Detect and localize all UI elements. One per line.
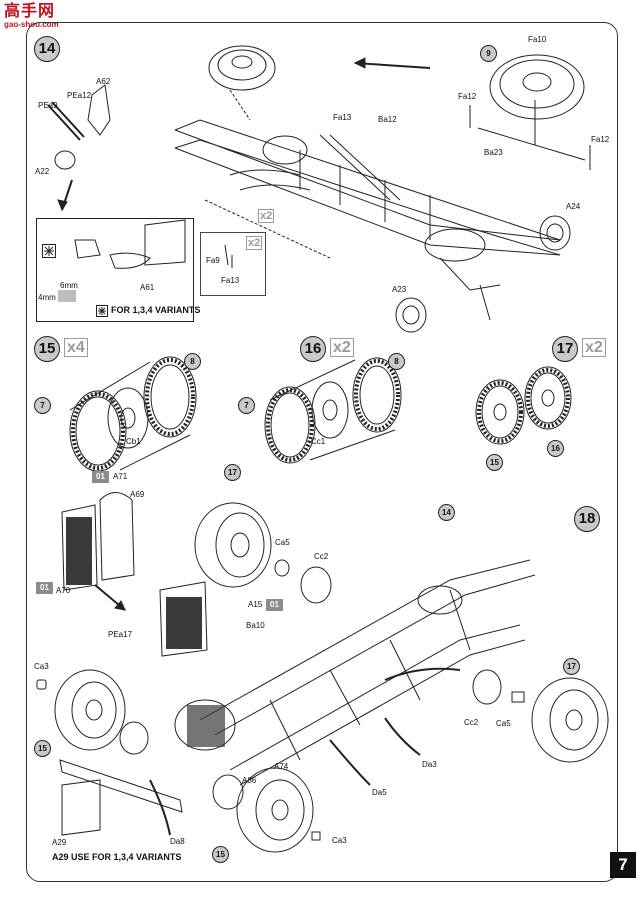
part-number-16: 16	[547, 440, 564, 457]
part-number-9: 9	[480, 45, 497, 62]
part-label: Ba12	[378, 115, 397, 124]
part-number-15: 15	[34, 740, 51, 757]
part-label: PEa9	[38, 101, 58, 110]
part-label: A70	[56, 586, 71, 595]
part-label: Cc2	[464, 718, 479, 727]
part-number-8: 8	[388, 353, 405, 370]
part-label: A23	[392, 285, 407, 294]
step-15-multiplier: x4	[64, 338, 88, 357]
wheel-9	[469, 54, 591, 170]
spare-wheel-14	[208, 45, 276, 121]
variant-star-icon	[96, 305, 108, 317]
step-16-multiplier: x2	[330, 338, 354, 357]
part-label: Ba23	[484, 148, 503, 157]
part-label: Fa13	[333, 113, 352, 122]
detail-inset	[36, 218, 194, 322]
part-label: Fa12	[458, 92, 477, 101]
part-number-7: 7	[238, 397, 255, 414]
part-label: Ba10	[246, 621, 265, 630]
part-label: Da8	[170, 837, 185, 846]
part-label: Cc2	[314, 552, 329, 561]
part-number-17: 17	[224, 464, 241, 481]
dimension-label: 6mm	[60, 281, 78, 290]
part-label: Fa13	[221, 276, 240, 285]
part-label: PEa17	[108, 630, 133, 639]
step-17-multiplier: x2	[582, 338, 606, 357]
part-label: A71	[113, 472, 128, 481]
part-label: A62	[96, 77, 111, 86]
page-number: 7	[610, 852, 636, 878]
part-label: Cb1	[126, 437, 141, 446]
direction-arrow-14	[354, 62, 431, 69]
step-18-number: 18	[574, 506, 600, 532]
wheel-parts-15	[69, 356, 197, 472]
part-label: A22	[35, 167, 50, 176]
paint-code: 01	[266, 599, 283, 611]
part-label: A15	[248, 600, 263, 609]
step-15-number: 15	[34, 336, 60, 362]
page-frame	[26, 22, 618, 882]
part-label: A61	[140, 283, 155, 292]
dimension-swatch	[58, 290, 76, 302]
part-number-15: 15	[486, 454, 503, 471]
part-label: Fa12	[591, 135, 610, 144]
part-label: Fa10	[528, 35, 547, 44]
part-number-8: 8	[184, 353, 201, 370]
part-number-15: 15	[212, 846, 229, 863]
step-14-number: 14	[34, 36, 60, 62]
part-label: A86	[242, 776, 257, 785]
chassis-frame-18	[174, 559, 536, 786]
part-label: PEa12	[67, 91, 92, 100]
wheel-parts-16	[264, 357, 402, 464]
paint-code: 01	[36, 582, 53, 594]
step-17-number: 17	[552, 336, 578, 362]
variant-note-14: FOR 1,3,4 VARIANTS	[111, 305, 201, 315]
chassis-frame-14	[174, 119, 561, 321]
part-number-17: 17	[563, 658, 580, 675]
part-label: A29	[52, 838, 67, 847]
part-label: Da3	[422, 760, 437, 769]
part-label: A69	[130, 490, 145, 499]
paint-code: 01	[92, 471, 109, 483]
part-label: Fa9	[206, 256, 220, 265]
part-label: Da5	[372, 788, 387, 797]
part-label: Cc1	[311, 437, 326, 446]
dimension-label: 4mm	[38, 293, 56, 302]
part-label: A74	[274, 762, 289, 771]
quantity-multiplier: x2	[258, 209, 275, 223]
variant-note-18: A29 USE FOR 1,3,4 VARIANTS	[52, 852, 182, 862]
part-number-14: 14	[438, 504, 455, 521]
detail-inset-small	[200, 232, 266, 296]
part-label: Ca3	[34, 662, 49, 671]
part-label: A24	[566, 202, 581, 211]
wheel-parts-17	[475, 366, 572, 445]
quantity-multiplier: x2	[246, 236, 263, 250]
part-label: Ca5	[496, 719, 511, 728]
radiator-18	[61, 492, 208, 657]
step-16-number: 16	[300, 336, 326, 362]
part-label: Ca3	[332, 836, 347, 845]
logo-text: 高手网	[4, 1, 56, 20]
part-label: Ca5	[275, 538, 290, 547]
part-number-7: 7	[34, 397, 51, 414]
photo-etch-icon	[42, 244, 56, 258]
